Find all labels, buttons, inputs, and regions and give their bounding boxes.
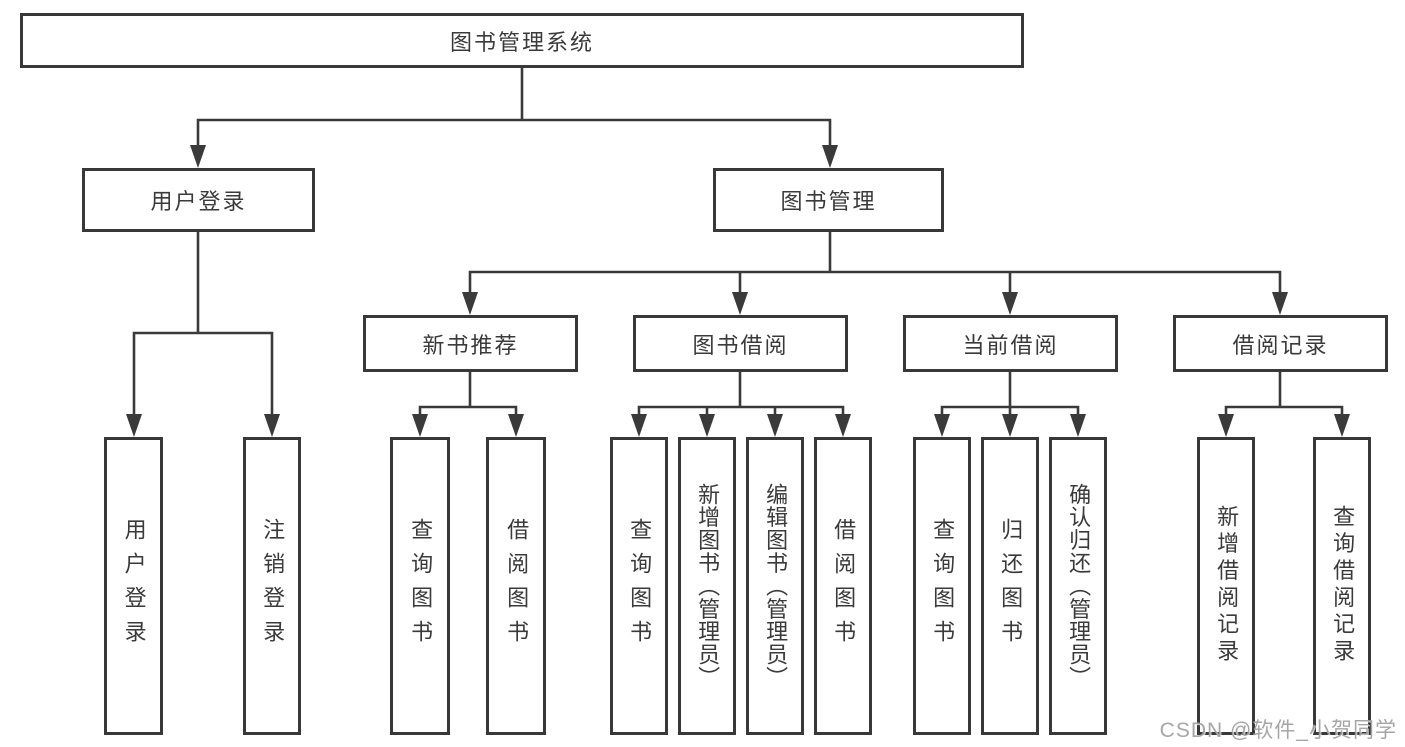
- node-user-login: 用户登录: [82, 168, 315, 232]
- node-label: 新增图书（管理员）: [695, 483, 721, 689]
- leaf-add-books-admin: 新增图书（管理员）: [678, 437, 736, 735]
- leaf-add-borrow-record: 新增借阅记录: [1197, 437, 1255, 735]
- arrowhead: [1070, 414, 1086, 437]
- node-label: 新增借阅记录: [1214, 505, 1240, 667]
- node-label: 确认归还（管理员）: [1066, 483, 1092, 689]
- arrowhead: [767, 414, 783, 437]
- arrowhead: [264, 414, 280, 437]
- node-book-borrow: 图书借阅: [633, 315, 848, 372]
- arrowhead: [835, 414, 851, 437]
- node-label: 查询借阅记录: [1330, 505, 1356, 667]
- node-label: 当前借阅: [962, 332, 1059, 358]
- connector-borrow-records-group: [1224, 370, 1344, 418]
- arrowhead: [1002, 292, 1018, 315]
- connector-book-mgmt-to-level3: [468, 230, 1282, 296]
- node-label: 借阅图书: [831, 517, 857, 655]
- node-label: 借阅图书: [504, 517, 530, 655]
- leaf-confirm-return-admin: 确认归还（管理员）: [1049, 437, 1107, 735]
- arrowhead: [1272, 292, 1288, 315]
- leaf-edit-books-admin: 编辑图书（管理员）: [746, 437, 804, 735]
- node-current-borrow: 当前借阅: [903, 315, 1118, 372]
- leaf-query-books-current: 查询图书: [913, 437, 971, 735]
- connector-current-borrow-group: [940, 370, 1080, 418]
- leaf-query-books-recommend: 查询图书: [390, 437, 450, 735]
- node-label: 编辑图书（管理员）: [763, 483, 789, 689]
- connector-root-to-level2: [196, 66, 832, 150]
- arrowhead: [508, 414, 524, 437]
- node-label: 图书管理系统: [449, 29, 594, 55]
- connector-new-book-group: [418, 370, 518, 418]
- leaf-return-books: 归还图书: [981, 437, 1039, 735]
- node-label: 新书推荐: [422, 332, 519, 358]
- leaf-borrow-books: 借阅图书: [814, 437, 872, 735]
- connector-book-borrow-group: [637, 370, 845, 418]
- leaf-query-books-borrow: 查询图书: [610, 437, 668, 735]
- leaf-query-borrow-record: 查询借阅记录: [1313, 437, 1371, 735]
- connector-user-login-group: [132, 230, 274, 418]
- arrowhead: [631, 414, 647, 437]
- arrowhead: [822, 145, 838, 168]
- node-label: 借阅记录: [1232, 332, 1329, 358]
- node-label: 图书借阅: [692, 332, 789, 358]
- node-label: 注销登录: [260, 517, 286, 655]
- arrowhead: [1002, 414, 1018, 437]
- arrowhead: [1334, 414, 1350, 437]
- arrowhead: [126, 414, 142, 437]
- arrowhead: [190, 145, 206, 168]
- node-borrow-records: 借阅记录: [1173, 315, 1388, 372]
- leaf-logout: 注销登录: [243, 437, 301, 735]
- node-new-book-recommend: 新书推荐: [363, 315, 578, 372]
- arrowhead: [732, 292, 748, 315]
- arrowhead: [462, 292, 478, 315]
- node-label: 图书管理: [780, 189, 877, 214]
- arrowhead: [934, 414, 950, 437]
- arrowhead: [699, 414, 715, 437]
- node-label: 查询图书: [627, 517, 653, 655]
- node-library-system-root: 图书管理系统: [20, 13, 1024, 68]
- csdn-watermark: CSDN @软件_小贺同学: [1159, 719, 1397, 742]
- node-label: 查询图书: [408, 517, 434, 655]
- node-label: 归还图书: [998, 517, 1024, 655]
- node-label: 查询图书: [930, 517, 956, 655]
- node-label: 用户登录: [150, 189, 247, 214]
- leaf-user-login: 用户登录: [104, 437, 163, 735]
- arrowhead: [412, 414, 428, 437]
- node-book-management: 图书管理: [713, 168, 944, 232]
- leaf-borrow-books-recommend: 借阅图书: [486, 437, 546, 735]
- arrowhead: [1218, 414, 1234, 437]
- node-label: 用户登录: [121, 517, 147, 655]
